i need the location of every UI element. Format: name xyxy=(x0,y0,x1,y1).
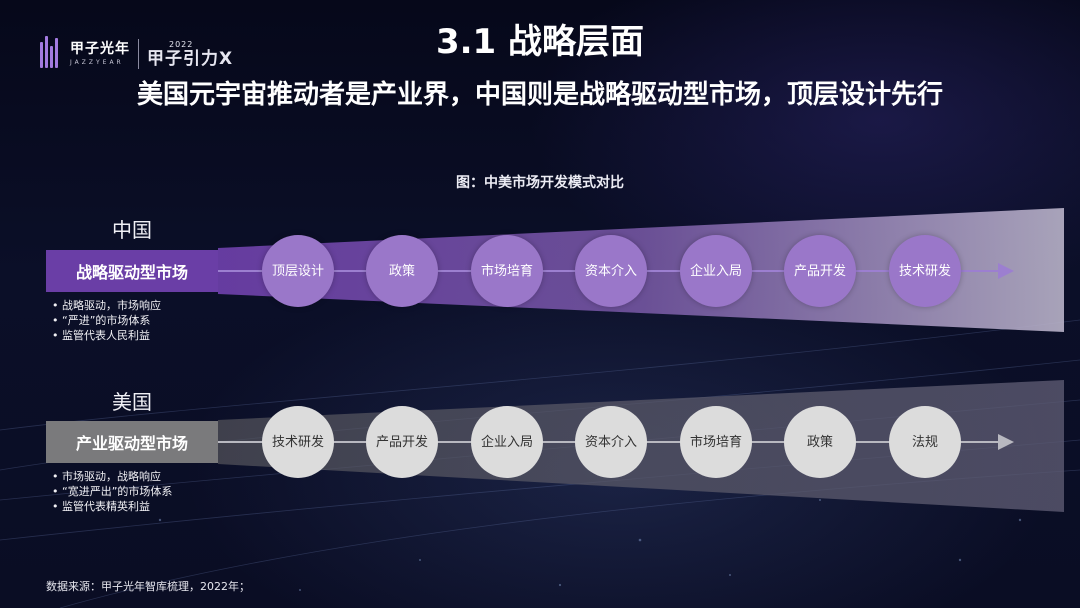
china-arrow-icon xyxy=(998,263,1014,279)
figure-caption: 图：中美市场开发模式对比 xyxy=(456,175,624,191)
usa-step-node: 产品开发 xyxy=(366,406,438,478)
china-bullet: “严进”的市场体系 xyxy=(52,313,161,328)
china-step-node: 产品开发 xyxy=(784,235,856,307)
china-step-node: 资本介入 xyxy=(575,235,647,307)
page-subtitle: 美国元宇宙推动者是产业界，中国则是战略驱动型市场，顶层设计先行 xyxy=(136,80,943,110)
usa-bullet: “宽进严出”的市场体系 xyxy=(52,484,172,499)
usa-bullets: 市场驱动，战略响应 “宽进严出”的市场体系 监管代表精英利益 xyxy=(52,469,172,514)
usa-market-type: 产业驱动型市场 xyxy=(46,421,218,463)
logo-name: 甲子光年 xyxy=(70,41,130,57)
usa-bullet: 市场驱动，战略响应 xyxy=(52,469,172,484)
china-bullets: 战略驱动，市场响应 “严进”的市场体系 监管代表人民利益 xyxy=(52,298,161,343)
event-year: 2022 xyxy=(169,39,194,49)
china-step-node: 顶层设计 xyxy=(262,235,334,307)
logo-divider xyxy=(138,39,139,69)
china-label: 中国 xyxy=(112,218,152,242)
logo-tagline: JAZZYEAR xyxy=(70,59,124,66)
usa-step-node: 资本介入 xyxy=(575,406,647,478)
brand-logo: 甲子光年 JAZZYEAR 2022 甲子引力X xyxy=(40,34,233,74)
china-bullet: 监管代表人民利益 xyxy=(52,328,161,343)
usa-bullet: 监管代表精英利益 xyxy=(52,499,172,514)
usa-step-node: 企业入局 xyxy=(471,406,543,478)
china-step-node: 企业入局 xyxy=(680,235,752,307)
china-market-type: 战略驱动型市场 xyxy=(46,250,218,292)
usa-step-node: 法规 xyxy=(889,406,961,478)
usa-step-node: 市场培育 xyxy=(680,406,752,478)
event-name: 甲子引力X xyxy=(147,48,234,69)
logo-mark-icon xyxy=(40,36,62,72)
usa-arrow-icon xyxy=(998,434,1014,450)
usa-step-node: 技术研发 xyxy=(262,406,334,478)
china-step-node: 政策 xyxy=(366,235,438,307)
china-step-node: 市场培育 xyxy=(471,235,543,307)
data-source-note: 数据来源：甲子光年智库梳理，2022年； xyxy=(46,580,250,593)
page-title: 3.1 战略层面 xyxy=(435,22,645,62)
usa-label: 美国 xyxy=(112,390,152,414)
china-bullet: 战略驱动，市场响应 xyxy=(52,298,161,313)
china-step-node: 技术研发 xyxy=(889,235,961,307)
usa-step-node: 政策 xyxy=(784,406,856,478)
